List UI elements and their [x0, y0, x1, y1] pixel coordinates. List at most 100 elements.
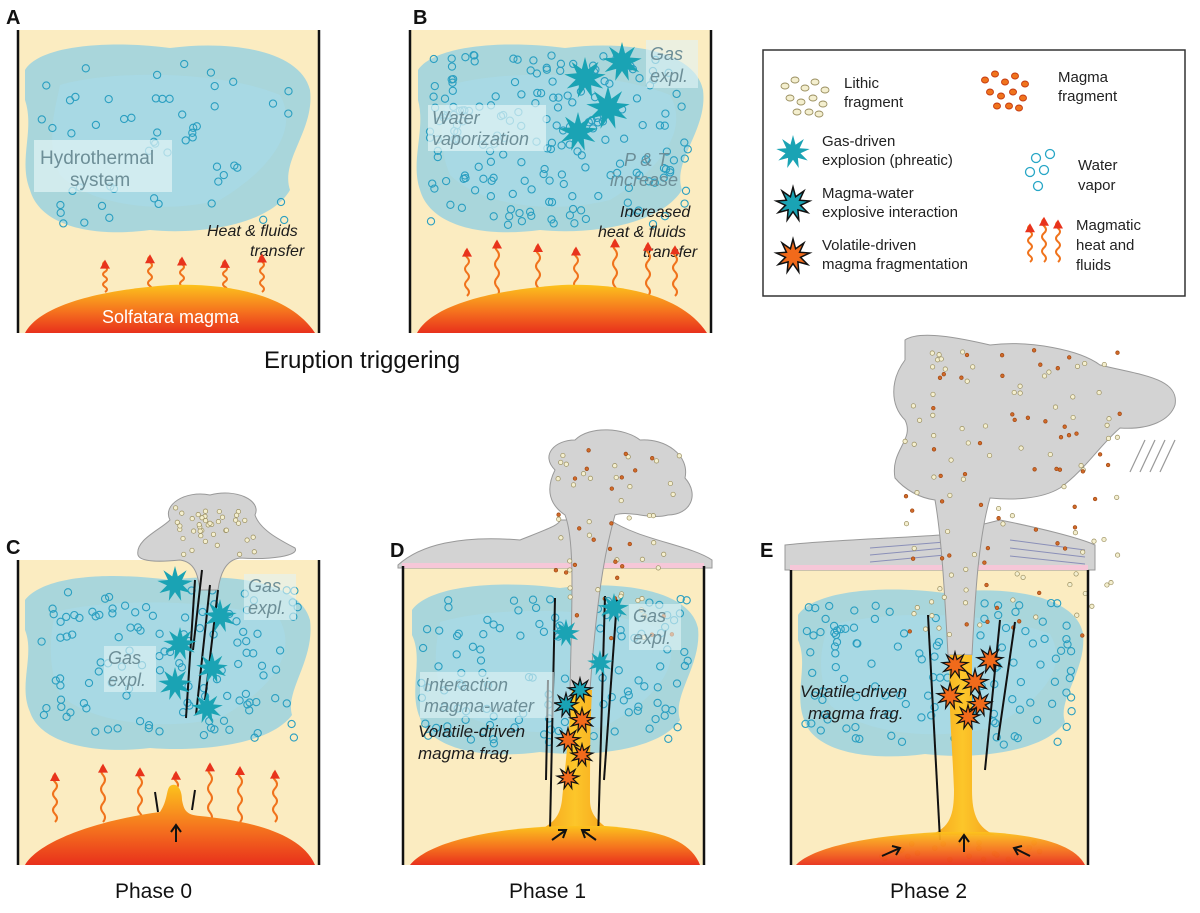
plume-particle [595, 587, 601, 593]
panel-b-gas-label-2: expl. [650, 66, 688, 86]
vapor-bubble [648, 219, 658, 229]
vapor-bubble [113, 724, 122, 733]
legend-heat-label-1: Magmatic [1076, 217, 1142, 234]
vapor-bubble [570, 219, 579, 228]
plume-particle [939, 499, 945, 504]
plume-particle [931, 447, 937, 452]
vapor-bubble [271, 694, 280, 703]
vapor-bubble [547, 51, 556, 60]
heat-arrow-head [100, 259, 110, 269]
vapor-bubble [802, 626, 812, 636]
panel-c-gas-label-a-2: expl. [248, 598, 286, 618]
vapor-bubble [1062, 634, 1071, 644]
legend-gas-label-1: Gas-driven [822, 133, 895, 150]
vapor-bubble [852, 639, 861, 648]
vapor-bubble [576, 206, 586, 215]
plume-particle [914, 490, 920, 496]
magma-fragment [991, 70, 999, 78]
vapor-bubble [917, 713, 926, 722]
legend: Lithic fragment Magma fragment Gas-drive… [762, 49, 1186, 297]
plume-particle [612, 463, 618, 469]
plume-particle [985, 619, 990, 624]
panel-e-fracture [997, 621, 1016, 741]
vapor-bubble [135, 717, 145, 726]
vapor-bubble [82, 704, 91, 713]
lithic-fragment [818, 100, 828, 108]
panel-e-magma-body [796, 832, 1085, 865]
vapor-bubble [447, 62, 457, 71]
vapor-bubble [656, 662, 665, 671]
vapor-bubble [619, 696, 628, 705]
vapor-bubble [818, 695, 827, 705]
heat-arrow-head [257, 253, 267, 263]
plume-particle [1038, 362, 1043, 367]
plume-particle [941, 372, 946, 377]
panel-d-gas-label-2: expl. [633, 628, 671, 648]
vapor-bubble [801, 719, 810, 729]
vapor-bubble [664, 734, 673, 743]
vapor-bubble [659, 173, 668, 182]
plume-particle [1058, 435, 1064, 440]
heat-arrow-head [462, 247, 472, 257]
plume-particle [591, 537, 596, 542]
vapor-bubble [229, 77, 238, 86]
plume-particle [948, 457, 954, 463]
plume-particle [1092, 496, 1098, 502]
plume-particle [1018, 445, 1024, 451]
vapor-bubble [48, 123, 57, 133]
vapor-bubble [144, 721, 154, 730]
panel-b-gas-star-1 [602, 42, 642, 81]
vapor-bubble [428, 179, 437, 188]
legend-volatile-label-2: magma fragmentation [822, 256, 968, 273]
vapor-bubble [495, 624, 504, 633]
vapor-bubble [284, 109, 293, 118]
vapor-bubble [214, 177, 223, 186]
panel-c-gas-label-a-1: Gas [248, 576, 281, 596]
vapor-bubble [870, 614, 880, 624]
panel-e-layer [869, 554, 946, 563]
vapor-bubble [432, 723, 441, 733]
vapor-bubble [804, 603, 813, 612]
plume-particle [244, 537, 250, 543]
plume-particle [1033, 614, 1039, 620]
plume-particle [945, 528, 951, 535]
plume-particle [651, 540, 657, 546]
panel-d: Gas expl. Interaction magma-water Volati… [390, 429, 713, 903]
vapor-bubble [659, 164, 669, 173]
vapor-bubble [1028, 639, 1038, 648]
heat-arrow [52, 773, 58, 823]
vapor-bubble [483, 615, 492, 625]
vapor-bubble [242, 637, 251, 646]
vapor-bubble [268, 99, 278, 108]
vapor-bubble [514, 606, 523, 615]
legend-heat-label-3: fluids [1076, 257, 1111, 274]
vapor-bubble [683, 145, 692, 154]
vapor-bubble [434, 662, 443, 671]
vapor-bubble [540, 164, 549, 174]
vapor-bubble [1016, 677, 1026, 687]
plume-particle [910, 403, 916, 409]
vapor-bubble [555, 621, 564, 630]
plume-particle [1055, 541, 1060, 546]
plume-particle [563, 461, 569, 467]
plume-particle [994, 605, 1000, 611]
plume-particle [930, 364, 936, 370]
plume-particle [962, 600, 969, 606]
heat-arrow-head [171, 770, 181, 780]
magma-fragment [1021, 80, 1029, 88]
plume-particle [251, 549, 257, 555]
legend-lithic-label-1: Lithic [844, 75, 880, 92]
vapor-bubble [991, 719, 1000, 728]
legend-vapor-bubble [1024, 166, 1036, 178]
vapor-bubble [832, 626, 842, 635]
vapor-bubble [563, 91, 572, 100]
plume-particle [907, 629, 912, 634]
plume-particle [219, 514, 226, 520]
plume-particle [1062, 546, 1068, 551]
panel-c-dike-fracture [154, 789, 196, 813]
plume-particle [555, 476, 561, 482]
vapor-bubble [59, 219, 68, 228]
vapor-bubble [243, 700, 252, 709]
vapor-bubble [461, 53, 470, 62]
vapor-bubble [446, 200, 455, 209]
